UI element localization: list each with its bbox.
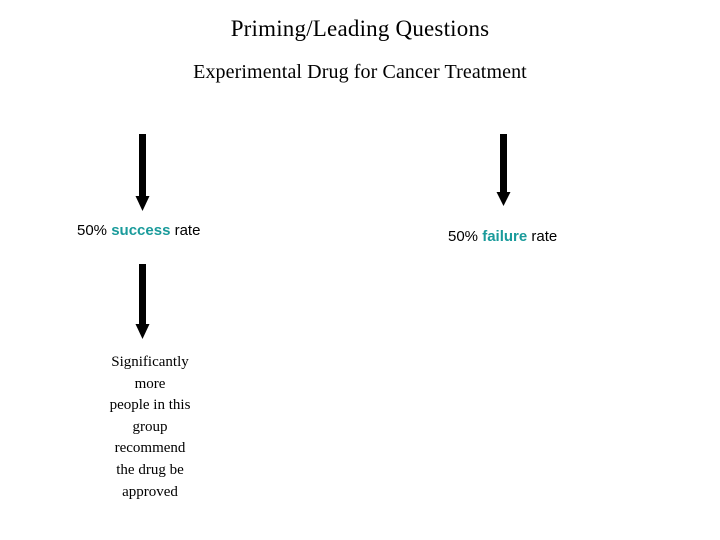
down-arrow-icon-conclusion bbox=[128, 264, 162, 346]
conclusion-line: people in this bbox=[109, 397, 191, 414]
conclusion-line: group bbox=[132, 418, 168, 435]
success-rate-suffix: rate bbox=[170, 222, 201, 239]
success-rate-label: 50% success rate bbox=[77, 222, 200, 240]
conclusion-line: recommend bbox=[114, 440, 186, 457]
failure-rate-suffix: rate bbox=[527, 228, 558, 245]
conclusion-line: approved bbox=[122, 483, 178, 500]
conclusion-line: the drug be bbox=[116, 461, 184, 478]
failure-rate-prefix: 50% bbox=[448, 228, 483, 245]
page-title: Priming/Leading Questions bbox=[230, 16, 490, 41]
conclusion-paragraph: Significantly more people in this group … bbox=[75, 352, 225, 503]
conclusion-line: more bbox=[134, 375, 166, 392]
failure-rate-highlight: failure bbox=[482, 228, 528, 245]
page-subtitle: Experimental Drug for Cancer Treatment bbox=[193, 61, 527, 83]
success-rate-prefix: 50% bbox=[77, 222, 112, 239]
down-arrow-icon-success-branch bbox=[128, 134, 162, 214]
success-rate-highlight: success bbox=[111, 222, 171, 239]
down-arrow-icon-failure-branch bbox=[489, 134, 523, 214]
failure-rate-label: 50% failure rate bbox=[448, 228, 557, 246]
conclusion-line: Significantly bbox=[111, 354, 189, 370]
